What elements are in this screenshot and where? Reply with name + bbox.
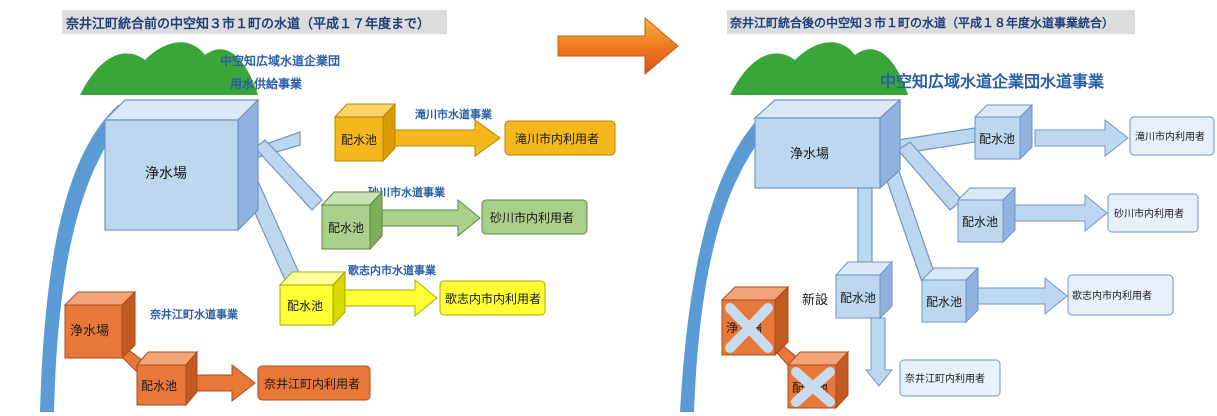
- sunagawa-service-label: 砂川市水道事業: [368, 185, 446, 199]
- naie-service-label: 奈井江町水道事業: [149, 307, 239, 321]
- reservoir1-front: [974, 116, 1021, 160]
- takikawa-service-label: 滝川市水道事業: [415, 107, 493, 121]
- takikawa-users-box: [1129, 116, 1215, 156]
- plant-top: [103, 99, 260, 121]
- reservoir2-label: 配水池: [962, 215, 998, 229]
- plant-top: [753, 99, 902, 119]
- utashinai-users-box: [1067, 274, 1174, 316]
- takikawa-users-box: [504, 120, 616, 156]
- naie-reservoir-front: [136, 364, 187, 406]
- cross-icon: [791, 367, 835, 407]
- connector-sunagawa: [254, 139, 323, 211]
- reservoir-new-front: [835, 274, 881, 319]
- naie-flow-arrow: [196, 363, 256, 403]
- plant-side: [237, 98, 259, 232]
- reservoir2-front: [957, 199, 1004, 243]
- right-title-bar: [727, 10, 1135, 34]
- right-title: 奈井江町統合後の中空知３市１町の水道（平成１８年度水道事業統合）: [729, 15, 1114, 30]
- right-panel: 奈井江町統合後の中空知３市１町の水道（平成１８年度水道事業統合） 中空知広域水道…: [680, 10, 1215, 412]
- supply-label-line1: 中空知広域水道企業団: [220, 53, 340, 68]
- reservoir3-front: [279, 284, 334, 326]
- utashinai-flow-arrow: [977, 276, 1068, 316]
- sunagawa-users-box: [1107, 193, 1199, 233]
- utashinai-flow-arrow: [344, 278, 438, 318]
- takikawa-flow-arrow: [394, 119, 501, 157]
- takikawa-users-label: 滝川市内利用者: [1135, 130, 1205, 143]
- reservoir1-label: 配水池: [979, 132, 1015, 146]
- authority-label: 中空知広域水道企業団水道事業: [880, 72, 1105, 91]
- naie-plant-front: [64, 304, 123, 359]
- naie-users-box: [899, 359, 1001, 397]
- sunagawa-users-label: 砂川市内利用者: [490, 210, 574, 225]
- supply-label-line2: 用水供給事業: [229, 76, 303, 91]
- mountain-icon: [80, 42, 258, 95]
- left-title-bar: [62, 10, 447, 34]
- takikawa-users-label: 滝川市内利用者: [515, 131, 599, 146]
- utashinai-users-label: 歌志内市内利用者: [445, 291, 541, 306]
- utashinai-users-label: 歌志内市内利用者: [1072, 289, 1152, 302]
- naie-users-label: 奈井江町内利用者: [905, 372, 985, 385]
- sunagawa-flow-arrow: [1014, 193, 1108, 233]
- plant-front: [104, 119, 239, 231]
- arrow-right-icon: [557, 16, 679, 76]
- cross-icon: [725, 303, 773, 353]
- reservoir1-label: 配水池: [341, 133, 377, 147]
- takikawa-flow-arrow: [1034, 118, 1129, 158]
- sunagawa-users-box: [481, 199, 588, 235]
- new-label: 新設: [802, 292, 828, 308]
- reservoir-new-label: 配水池: [840, 291, 876, 305]
- left-title: 奈井江町統合前の中空知３市１町の水道（平成１７年度まで）: [65, 16, 430, 32]
- mountain-icon: [730, 42, 908, 95]
- reservoir1-front: [334, 116, 384, 162]
- reservoir3-front: [921, 279, 967, 323]
- naie-plant-label: 浄水場: [70, 324, 109, 339]
- reservoir3-label: 配水池: [926, 295, 962, 309]
- plant-front: [754, 117, 881, 189]
- sunagawa-users-label: 砂川市内利用者: [1114, 207, 1184, 220]
- plant-label: 浄水場: [145, 166, 187, 182]
- left-panel: 奈井江町統合前の中空知３市１町の水道（平成１７年度まで） 中空知広域水道企業団 …: [40, 10, 616, 412]
- reservoir3-label: 配水池: [287, 299, 323, 313]
- river-icon: [40, 105, 130, 412]
- naie-users-label: 奈井江町内利用者: [264, 377, 360, 391]
- naie-users-box: [257, 365, 371, 401]
- plant-label: 浄水場: [790, 147, 829, 162]
- utashinai-service-label: 歌志内市水道事業: [348, 263, 437, 277]
- utashinai-users-box: [439, 280, 546, 316]
- naie-reservoir-label: 配水池: [141, 379, 177, 393]
- river-icon: [680, 105, 784, 412]
- connector-new-reservoir: [857, 181, 873, 263]
- reservoir2-label: 配水池: [328, 221, 364, 235]
- naie-flow-arrow: [864, 317, 894, 387]
- sunagawa-flow-arrow: [369, 198, 481, 238]
- reservoir2-front: [321, 204, 371, 250]
